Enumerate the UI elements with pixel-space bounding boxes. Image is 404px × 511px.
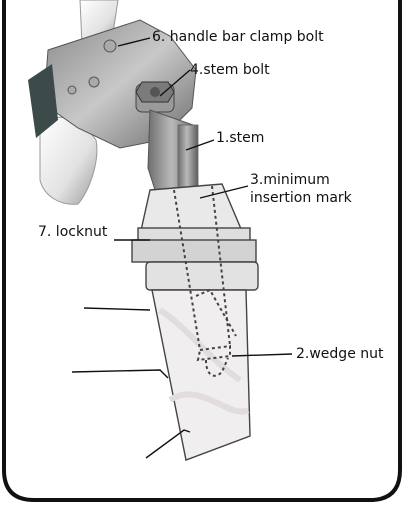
minimum-insertion-mark-label: 3.minimum bbox=[250, 172, 330, 188]
locknut bbox=[132, 184, 258, 290]
wedge-nut-label: 2.wedge nut bbox=[296, 346, 384, 362]
stem-bolt-label: 4.stem bolt bbox=[190, 62, 270, 78]
clamp-bolt-icon bbox=[104, 40, 116, 52]
steerer-tube bbox=[152, 290, 250, 460]
handlebar-clamp-bolt-label: 6. handle bar clamp bolt bbox=[152, 29, 324, 45]
stem-bolt-icon bbox=[136, 82, 174, 112]
locknut-label: 7. locknut bbox=[38, 224, 107, 240]
stem-label: 1.stem bbox=[216, 130, 264, 146]
insertion-mark-label: insertion mark bbox=[250, 190, 352, 206]
